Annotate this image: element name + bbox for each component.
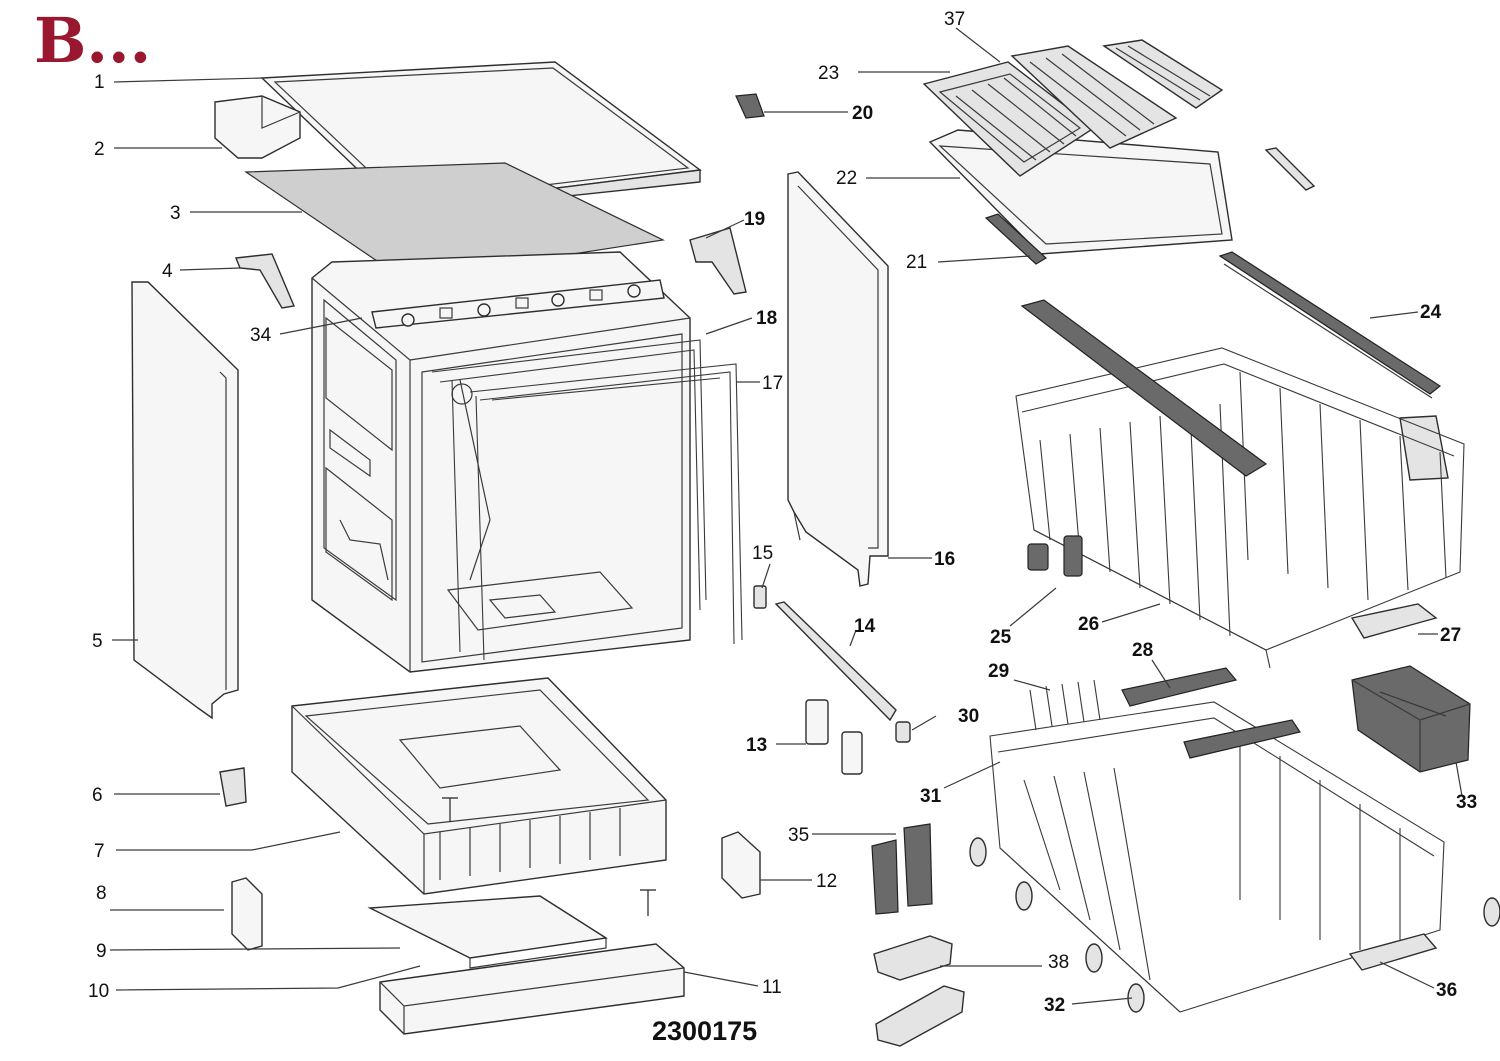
part-filter-plate — [231, 877, 263, 951]
part-door-hinge-assemblies — [871, 823, 933, 915]
part-cabinet — [311, 251, 691, 673]
part-label-17: 17 — [762, 373, 783, 394]
part-side-panel-left — [131, 281, 239, 720]
part-latch-21 — [984, 213, 1047, 265]
part-base-tub — [291, 677, 667, 895]
part-kick-plate — [379, 943, 685, 1035]
part-label-27: 27 — [1440, 625, 1461, 646]
part-label-5: 5 — [92, 631, 103, 652]
part-label-24: 24 — [1420, 302, 1442, 323]
part-door-seals — [431, 339, 743, 661]
part-wheels — [969, 837, 1145, 1013]
part-hinge-plates — [805, 699, 863, 775]
part-counterweights — [873, 935, 965, 1047]
part-label-25: 25 — [990, 627, 1012, 648]
part-label-36: 36 — [1436, 980, 1457, 1001]
part-label-32: 32 — [1044, 995, 1065, 1016]
part-label-9: 9 — [96, 941, 107, 962]
part-label-4: 4 — [162, 261, 173, 282]
part-label-33: 33 — [1456, 792, 1477, 813]
part-label-7: 7 — [94, 841, 105, 862]
part-rail-clips — [1027, 535, 1083, 577]
part-control-panel — [371, 279, 665, 329]
part-hinge-right — [689, 227, 747, 295]
part-label-29: 29 — [988, 661, 1009, 682]
part-labels: 1 2 3 4 5 6 7 8 9 10 11 12 13 14 15 16 1… — [88, 9, 1477, 1016]
part-label-18: 18 — [756, 308, 777, 329]
part-label-12: 12 — [816, 871, 837, 892]
part-upper-basket — [1015, 299, 1465, 669]
part-label-37: 37 — [944, 9, 965, 30]
part-small-clip — [753, 585, 767, 609]
diagram-code: 2300175 — [652, 1016, 757, 1046]
part-insulation-sheet — [244, 162, 665, 281]
part-label-3: 3 — [170, 203, 181, 224]
part-label-23: 23 — [818, 63, 839, 84]
part-hinge-left — [235, 253, 295, 309]
part-label-15: 15 — [752, 543, 773, 564]
part-strip-end — [895, 721, 911, 743]
part-label-34: 34 — [250, 325, 272, 346]
part-valve — [219, 767, 247, 807]
part-label-35: 35 — [788, 825, 809, 846]
part-label-21: 21 — [906, 252, 927, 273]
part-label-1: 1 — [94, 72, 105, 93]
part-cutlery-tray — [922, 39, 1316, 255]
part-inner-door-panel — [787, 171, 889, 587]
part-label-14: 14 — [854, 616, 876, 637]
part-upper-rail — [1218, 251, 1449, 481]
part-label-38: 38 — [1048, 952, 1069, 973]
part-label-26: 26 — [1078, 614, 1099, 635]
part-label-30: 30 — [958, 706, 979, 727]
part-label-19: 19 — [744, 209, 765, 230]
part-cover-plate — [721, 831, 761, 899]
part-label-11: 11 — [762, 977, 782, 998]
part-label-28: 28 — [1132, 640, 1153, 661]
part-rear-bracket — [214, 95, 301, 159]
part-label-13: 13 — [746, 735, 767, 756]
brand-mark: B... — [34, 4, 151, 77]
part-base-tray — [367, 895, 608, 969]
part-label-20: 20 — [852, 103, 873, 124]
part-latch-20 — [735, 93, 765, 119]
part-lower-basket — [989, 667, 1500, 1013]
part-label-31: 31 — [920, 786, 942, 807]
part-label-22: 22 — [836, 168, 857, 189]
leader-lines — [109, 27, 1463, 1005]
part-label-2: 2 — [94, 139, 105, 160]
part-label-10: 10 — [88, 981, 109, 1002]
part-label-16: 16 — [934, 549, 955, 570]
part-label-8: 8 — [96, 883, 107, 904]
part-label-6: 6 — [92, 785, 103, 806]
part-cutlery-basket — [1351, 665, 1471, 773]
part-door-strip — [774, 601, 897, 722]
